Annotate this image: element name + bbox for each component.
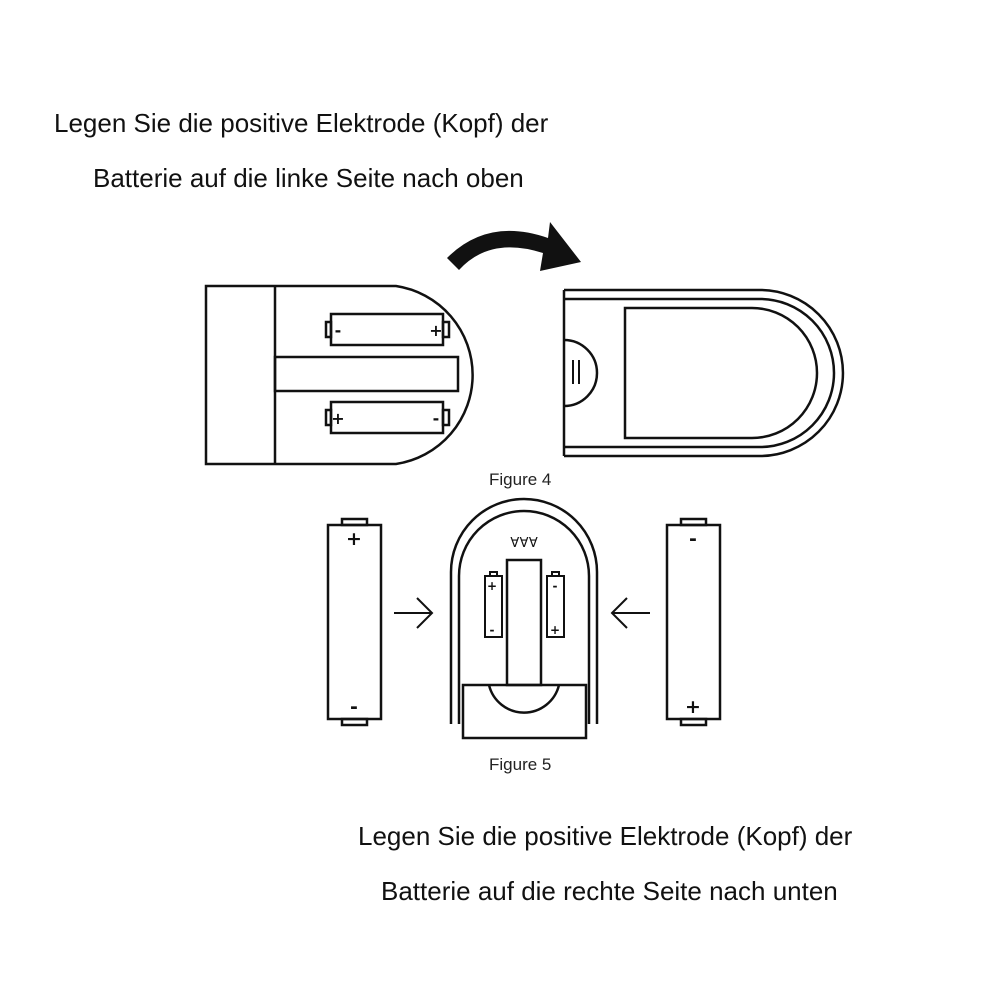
minus-symbol: - xyxy=(335,321,342,340)
arrow-left-icon xyxy=(610,597,650,629)
instruction-bottom-line-1: Legen Sie die positive Elektrode (Kopf) … xyxy=(358,821,853,851)
plus-symbol: + xyxy=(487,579,497,593)
minus-symbol: - xyxy=(433,409,440,428)
instruction-top-line-2: Batterie auf die linke Seite nach oben xyxy=(93,163,524,193)
minus-symbol: - xyxy=(689,528,697,550)
small-battery-left xyxy=(484,571,503,638)
flip-arrow-icon xyxy=(447,222,581,271)
figure-5-label: Figure 5 xyxy=(489,755,551,774)
remote-compartment-figure5 xyxy=(449,497,599,740)
remote-open-compartment xyxy=(204,284,474,466)
arrow-right-icon xyxy=(394,597,434,629)
instruction-bottom-line-2: Batterie auf die rechte Seite nach unten xyxy=(381,876,838,906)
figure-4-label: Figure 4 xyxy=(489,470,551,489)
minus-symbol: - xyxy=(490,623,495,637)
battery-left-vertical xyxy=(326,517,383,727)
battery-type-label: AAA xyxy=(510,533,538,548)
battery-upper-horizontal xyxy=(324,312,451,347)
small-battery-right xyxy=(546,571,565,638)
battery-lower-horizontal xyxy=(324,400,451,435)
plus-symbol: + xyxy=(331,409,344,428)
plus-symbol: + xyxy=(346,528,362,550)
plus-symbol: + xyxy=(429,321,442,340)
instruction-top-line-1: Legen Sie die positive Elektrode (Kopf) … xyxy=(54,108,549,138)
battery-right-vertical xyxy=(665,517,722,727)
plus-symbol: + xyxy=(685,696,701,718)
remote-battery-cover xyxy=(562,288,845,458)
minus-symbol: - xyxy=(350,696,358,718)
plus-symbol: + xyxy=(550,623,560,637)
cover-latch-icon xyxy=(572,360,580,384)
minus-symbol: - xyxy=(553,579,558,593)
